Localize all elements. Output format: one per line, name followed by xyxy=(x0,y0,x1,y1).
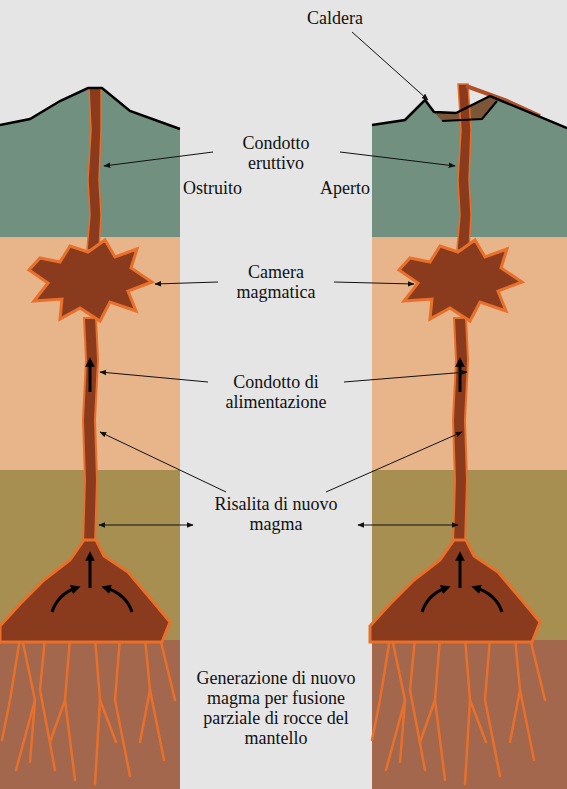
volcano-profile xyxy=(0,88,180,129)
state-label: Ostruito xyxy=(183,178,255,198)
eruptive-conduit xyxy=(87,88,101,250)
process-label: Risalita di nuovo magma xyxy=(196,494,356,534)
part-label: Condotto di alimentazione xyxy=(211,372,341,412)
right-section xyxy=(370,84,567,789)
process-label: Generazione di nuovo magma per fusione p… xyxy=(184,668,368,748)
leader-lines xyxy=(99,32,467,525)
caldera-outline xyxy=(442,101,497,121)
volcano-profile xyxy=(372,96,567,128)
callout-label: Caldera xyxy=(295,8,375,28)
magma-system xyxy=(370,240,545,784)
left-section xyxy=(0,88,180,789)
magma-system xyxy=(0,240,175,784)
state-label: Aperto xyxy=(308,178,370,198)
part-label: Condotto eruttivo xyxy=(216,133,336,173)
part-label: Camera magmatica xyxy=(221,262,331,302)
